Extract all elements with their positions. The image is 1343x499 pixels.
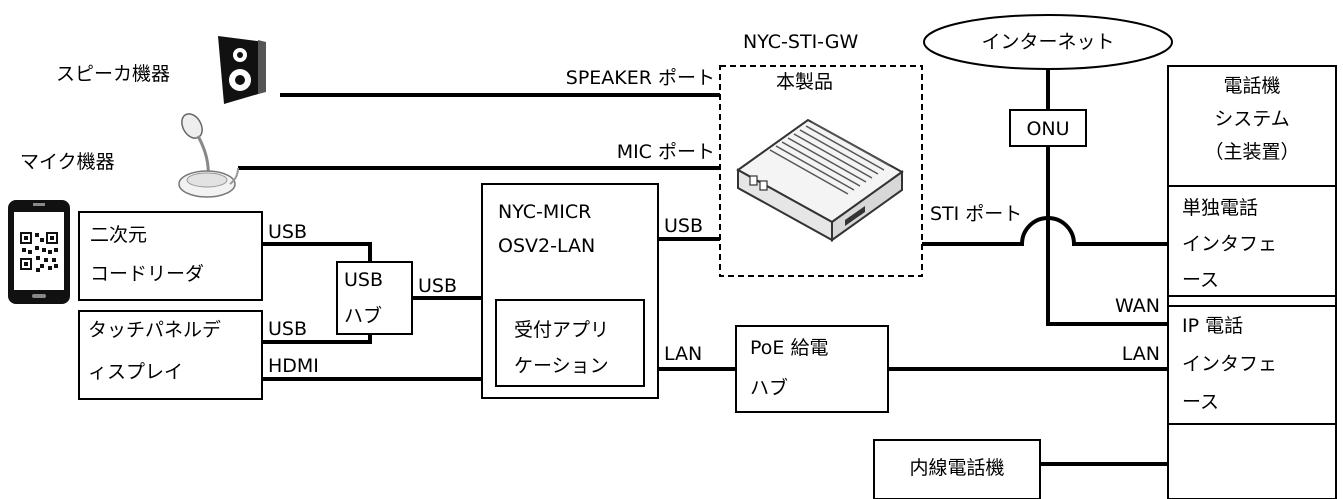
usb-label-hub: USB <box>418 275 457 297</box>
phone-system-label-line2: システム <box>1214 108 1289 130</box>
ip-if-label-line2: インタフェ <box>1182 353 1277 375</box>
reception-app-label-line2: ケーション <box>514 355 609 377</box>
mic-port-label: MIC ポート <box>617 141 715 163</box>
usb-label-qr: USB <box>268 221 307 243</box>
smartphone-qr-icon <box>8 200 70 304</box>
product-model-label: NYC-STI-GW <box>743 31 858 53</box>
pc-label-line1: NYC-MICR <box>498 201 591 223</box>
hdmi-label: HDMI <box>268 355 319 377</box>
qr-reader-label-line2: コードリーダ <box>90 263 204 285</box>
ip-if-label-line3: ース <box>1182 391 1219 413</box>
phone-system-label-line1: 電話機 <box>1223 75 1280 97</box>
speaker-device-label: スピーカ機器 <box>56 63 170 85</box>
product-caption-label: 本製品 <box>776 71 833 93</box>
touch-panel-label-line1: タッチパネルデ <box>88 319 221 341</box>
qr-reader-label-line1: 二次元 <box>90 224 147 246</box>
usb-label-gateway: USB <box>664 215 703 237</box>
usb-label-touch: USB <box>268 318 307 340</box>
usb-hub-label-line2: ハブ <box>344 304 382 327</box>
mic-device-label: マイク機器 <box>20 151 115 173</box>
wan-label: WAN <box>1115 295 1160 317</box>
ext-phone-label: 内線電話機 <box>909 457 1004 479</box>
single-if-label-line3: ース <box>1182 269 1219 291</box>
touch-panel-label-line2: ィスプレイ <box>88 361 183 383</box>
single-if-label-line1: 単独電話 <box>1182 197 1258 219</box>
phone-system-label-line3: （主装置） <box>1204 141 1299 163</box>
qr-usb-wire <box>262 244 370 262</box>
onu-label: ONU <box>1026 118 1069 140</box>
ip-if-label-line1: IP 電話 <box>1182 315 1243 337</box>
single-if-label-line2: インタフェ <box>1182 233 1277 255</box>
lan-label-ip: LAN <box>1122 343 1160 365</box>
reception-app-label-line1: 受付アプリ <box>514 319 609 341</box>
usb-hub-label-line1: USB <box>344 269 383 291</box>
speaker-port-label: SPEAKER ポート <box>566 67 715 89</box>
microphone-icon <box>178 110 238 197</box>
poe-hub-label-line1: PoE 給電 <box>750 337 828 359</box>
pc-label-line2: OSV2-LAN <box>498 235 595 257</box>
speaker-icon <box>218 36 266 104</box>
poe-hub-label-line2: ハブ <box>750 376 788 399</box>
gateway-device-icon <box>738 120 902 240</box>
internet-label: インターネット <box>981 31 1114 53</box>
sti-port-label: STI ポート <box>930 203 1022 225</box>
lan-label-pc: LAN <box>664 343 702 365</box>
